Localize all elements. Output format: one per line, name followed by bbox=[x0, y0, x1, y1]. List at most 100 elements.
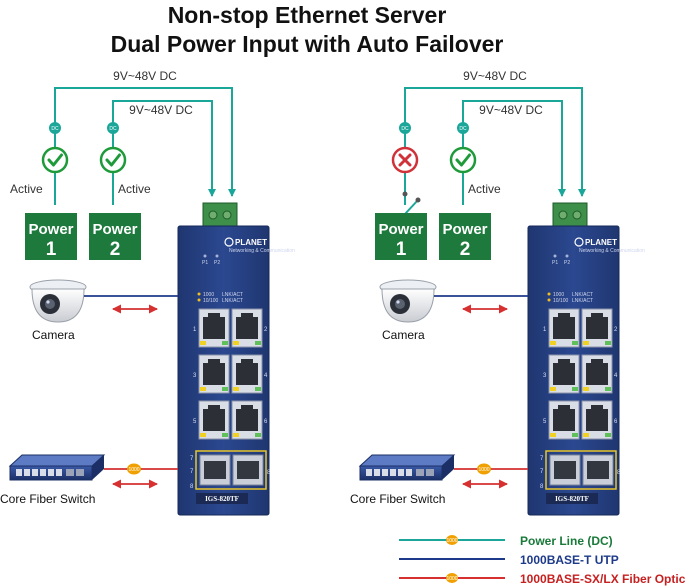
switch-model: IGS-820TF bbox=[555, 495, 589, 503]
terminal-screw bbox=[222, 210, 232, 220]
switch-brand: PLANET bbox=[585, 238, 617, 247]
power1-status-check-mark bbox=[47, 153, 63, 167]
legend-fiber-badge-text: 1000 bbox=[446, 576, 457, 582]
legend-item-power-line: 1000 Power Line (DC) bbox=[399, 534, 613, 548]
terminal-screw bbox=[572, 210, 582, 220]
model-plate bbox=[546, 493, 598, 504]
rj45-port[interactable] bbox=[198, 400, 230, 440]
power1-status-label: Active bbox=[10, 182, 43, 196]
led-legend-1000 bbox=[547, 292, 551, 296]
power-line-1 bbox=[404, 87, 586, 205]
port-number: 3 bbox=[543, 373, 547, 379]
legend-item-fiber: 1000 1000BASE-SX/LX Fiber Optic bbox=[399, 572, 686, 586]
fiber-badge-text: 1000 bbox=[128, 467, 139, 473]
legend-utp-label: 1000BASE-T UTP bbox=[520, 553, 619, 567]
legend-power-badge-text: 1000 bbox=[446, 538, 457, 544]
sfp-number-8b: 8 bbox=[540, 484, 544, 490]
power2-word: Power bbox=[92, 221, 137, 238]
dome-camera-icon bbox=[379, 279, 437, 323]
switch-p1-label: P1 bbox=[202, 260, 208, 266]
rj45-port[interactable] bbox=[548, 400, 580, 440]
switch-p1-label: P1 bbox=[552, 260, 558, 266]
led-legend-1000 bbox=[197, 292, 201, 296]
led-1000-label: 1000 bbox=[203, 292, 214, 298]
sfp-number-7b: 7 bbox=[190, 469, 194, 475]
fiber-badge-text: 1000 bbox=[478, 467, 489, 473]
fiber-badge bbox=[477, 463, 491, 475]
power2-box bbox=[89, 213, 141, 260]
legend-item-utp: 1000BASE-T UTP bbox=[399, 553, 619, 567]
power-line-1 bbox=[54, 87, 236, 205]
led-10100-label: 10/100 bbox=[553, 298, 569, 304]
led-p2 bbox=[215, 254, 219, 258]
sfp-cage-outline bbox=[545, 450, 617, 490]
terminal-screw bbox=[208, 210, 218, 220]
open-switch-pivot bbox=[415, 197, 421, 203]
rj45-port[interactable] bbox=[581, 308, 613, 348]
sfp-port[interactable] bbox=[232, 454, 264, 486]
sfp-number-8: 8 bbox=[267, 470, 271, 476]
dc-badge-text: DC bbox=[51, 126, 59, 132]
sfp-port[interactable] bbox=[199, 454, 231, 486]
rj45-port[interactable] bbox=[198, 354, 230, 394]
title-line-1: Non-stop Ethernet Server bbox=[168, 2, 447, 28]
voltage-label-outer: 9V~48V DC bbox=[113, 69, 177, 83]
legend-power-label: Power Line (DC) bbox=[520, 534, 613, 548]
rj45-port[interactable] bbox=[198, 308, 230, 348]
led-p1 bbox=[203, 254, 207, 258]
rj45-port[interactable] bbox=[231, 354, 263, 394]
power1-status-check-icon bbox=[41, 146, 69, 174]
power1-word: Power bbox=[28, 221, 73, 238]
led-legend-10100 bbox=[197, 298, 201, 302]
switch-model: IGS-820TF bbox=[205, 495, 239, 503]
switch-brand-sub: Networking & Communication bbox=[229, 248, 295, 254]
rj45-port[interactable] bbox=[548, 354, 580, 394]
legend: 1000 Power Line (DC) 1000BASE-T UTP 1000… bbox=[399, 534, 686, 586]
rj45-port[interactable] bbox=[581, 354, 613, 394]
voltage-label-inner: 9V~48V DC bbox=[479, 103, 543, 117]
power1-status-x-mark bbox=[398, 153, 412, 167]
led-legend-10100 bbox=[547, 298, 551, 302]
port-number: 6 bbox=[264, 419, 268, 425]
port-number: 2 bbox=[264, 327, 268, 333]
port-number: 5 bbox=[543, 419, 547, 425]
open-switch-blade bbox=[404, 199, 419, 215]
voltage-label-outer: 9V~48V DC bbox=[463, 69, 527, 83]
rj45-port[interactable] bbox=[231, 400, 263, 440]
sfp-number-7: 7 bbox=[190, 456, 194, 462]
sfp-port[interactable] bbox=[549, 454, 581, 486]
core-fiber-switch-label: Core Fiber Switch bbox=[350, 492, 445, 506]
core-fiber-switch-label: Core Fiber Switch bbox=[0, 492, 95, 506]
switch-p2-label: P2 bbox=[564, 260, 570, 266]
port-number: 3 bbox=[193, 373, 197, 379]
led-p2 bbox=[565, 254, 569, 258]
port-number: 1 bbox=[193, 327, 197, 333]
port-number: 4 bbox=[614, 373, 618, 379]
planet-logo-icon bbox=[574, 237, 584, 247]
power2-number: 2 bbox=[110, 239, 121, 260]
led-act-label-2: LNK/ACT bbox=[572, 298, 593, 304]
power1-number: 1 bbox=[46, 239, 57, 260]
camera-label: Camera bbox=[382, 328, 425, 342]
port-number: 5 bbox=[193, 419, 197, 425]
rj45-port[interactable] bbox=[548, 308, 580, 348]
model-plate bbox=[196, 493, 248, 504]
sfp-number-7: 7 bbox=[540, 456, 544, 462]
led-act-label-1: LNK/ACT bbox=[572, 292, 593, 298]
sfp-port[interactable] bbox=[582, 454, 614, 486]
legend-fiber-badge bbox=[446, 573, 458, 583]
sfp-cage-outline bbox=[195, 450, 267, 490]
dc-badge bbox=[107, 122, 119, 134]
rj45-port[interactable] bbox=[231, 308, 263, 348]
power2-status-check-mark bbox=[105, 153, 121, 167]
port-number: 1 bbox=[543, 327, 547, 333]
dome-camera-icon bbox=[29, 279, 87, 323]
dc-badge bbox=[49, 122, 61, 134]
rj45-port[interactable] bbox=[581, 400, 613, 440]
power2-status-check-icon bbox=[99, 146, 127, 174]
power2-status-check-icon bbox=[449, 146, 477, 174]
power2-word: Power bbox=[442, 221, 487, 238]
power2-box bbox=[439, 213, 491, 260]
